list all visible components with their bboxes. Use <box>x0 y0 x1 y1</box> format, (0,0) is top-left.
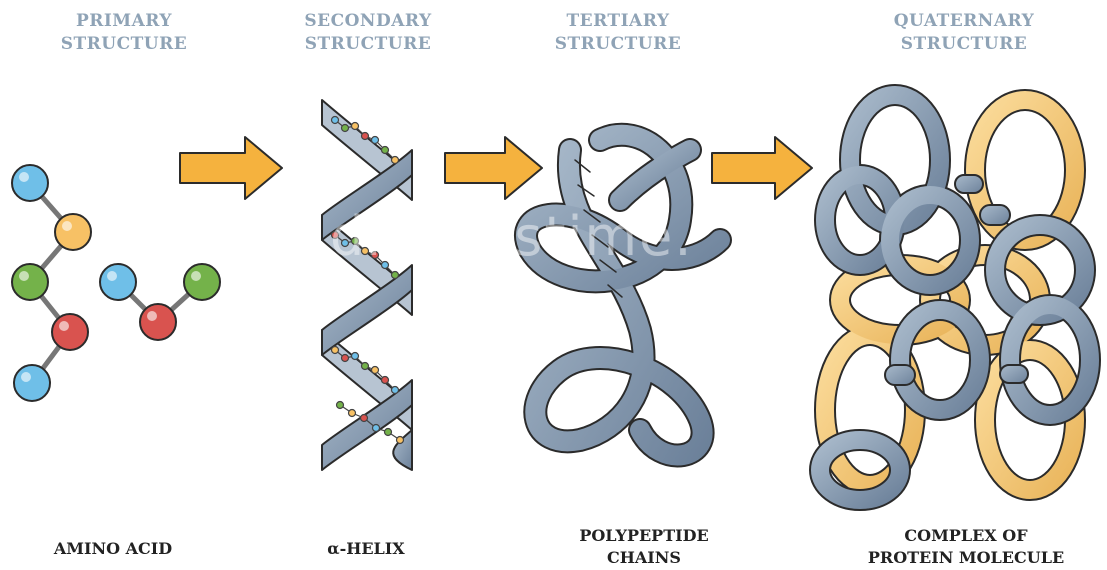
amino-acid-chain-icon <box>12 165 220 401</box>
watermark: dreamstime. <box>330 205 694 268</box>
right-arrow-icon <box>180 137 282 199</box>
right-arrow-icon <box>712 137 812 199</box>
tertiary-fold-icon <box>526 135 720 456</box>
caption-alpha-helix: α-HELIX <box>246 538 486 560</box>
caption-polypeptide-chains: POLYPEPTIDE CHAINS <box>524 525 764 569</box>
right-arrow-icon <box>445 137 542 199</box>
caption-complex-protein: COMPLEX OF PROTEIN MOLECULE <box>846 525 1086 569</box>
caption-amino-acid: AMINO ACID <box>0 538 233 560</box>
quaternary-complex-icon <box>820 95 1090 500</box>
alpha-helix-icon <box>322 100 412 470</box>
